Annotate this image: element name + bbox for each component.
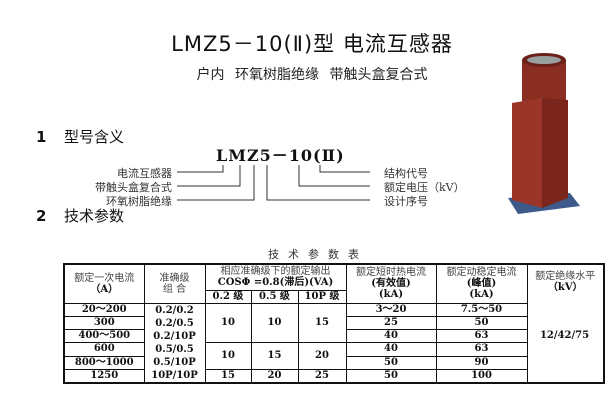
cell-insulation-level: 12/42/75 xyxy=(539,330,590,341)
cell-output: 25 xyxy=(297,368,347,383)
cell-current: 20～200 xyxy=(63,302,145,317)
header-sub-05: 0.5 级 xyxy=(250,289,299,304)
cell-output: 20 xyxy=(250,368,299,383)
label-epoxy-insulation: 环氧树脂绝缘 xyxy=(106,195,172,208)
cell-output: 20 xyxy=(297,341,347,370)
cell-output: 10 xyxy=(204,302,252,343)
cell-thermal: 3～20 xyxy=(345,302,437,317)
cell-output: 10 xyxy=(250,302,299,343)
cell-thermal: 50 xyxy=(345,368,437,383)
model-code: LMZ5－10(Ⅱ) xyxy=(216,146,345,165)
header-sub-02: 0.2 级 xyxy=(204,289,252,304)
table-title: 技术参数表 xyxy=(268,248,368,261)
cell-thermal: 40 xyxy=(345,341,437,357)
model-diagram-lines xyxy=(177,165,370,201)
cell-current: 1250 xyxy=(63,368,145,383)
cell-thermal: 25 xyxy=(345,315,437,330)
cell-current: 300 xyxy=(63,315,145,330)
label-design-number: 设计序号 xyxy=(384,195,428,208)
header-dynamic: 额定动稳定电流(峰值)(kA) xyxy=(435,263,528,304)
cell-thermal: 40 xyxy=(345,328,437,343)
cell-dynamic: 100 xyxy=(435,368,528,383)
cell-output: 15 xyxy=(204,368,252,383)
cell-dynamic: 50 xyxy=(435,315,528,330)
page-title: LMZ5－10(Ⅱ)型 电流互感器 xyxy=(171,32,453,56)
cell-dynamic: 90 xyxy=(435,355,528,370)
cell-current: 400～500 xyxy=(63,328,145,343)
page-subtitle: 户内 环氧树脂绝缘 带触头盒复合式 xyxy=(196,67,428,83)
header-insulation: 额定绝缘水平（kV） xyxy=(526,263,605,383)
header-primary-current: 额定一次电流（A） xyxy=(63,263,145,304)
header-thermal: 额定短时热电流(有效值)(kA) xyxy=(345,263,437,304)
label-rated-voltage: 额定电压（kV） xyxy=(384,181,465,194)
cell-output: 15 xyxy=(297,302,347,343)
cell-current: 800～1000 xyxy=(63,355,145,370)
header-accuracy: 准确级组 合 xyxy=(143,263,206,304)
transformer-product-image xyxy=(508,53,580,214)
cell-output: 15 xyxy=(250,341,299,370)
cell-thermal: 50 xyxy=(345,355,437,370)
cell-dynamic: 63 xyxy=(435,341,528,357)
label-structure-code: 结构代号 xyxy=(384,167,428,180)
label-current-transformer: 电流互感器 xyxy=(117,167,172,180)
header-sub-10p: 10P 级 xyxy=(297,289,347,304)
cell-dynamic: 7.5～50 xyxy=(435,302,528,317)
cell-current: 600 xyxy=(63,341,145,357)
label-contact-box: 带触头盒复合式 xyxy=(95,181,172,194)
cell-dynamic: 63 xyxy=(435,328,528,343)
cell-output: 10 xyxy=(204,341,252,370)
